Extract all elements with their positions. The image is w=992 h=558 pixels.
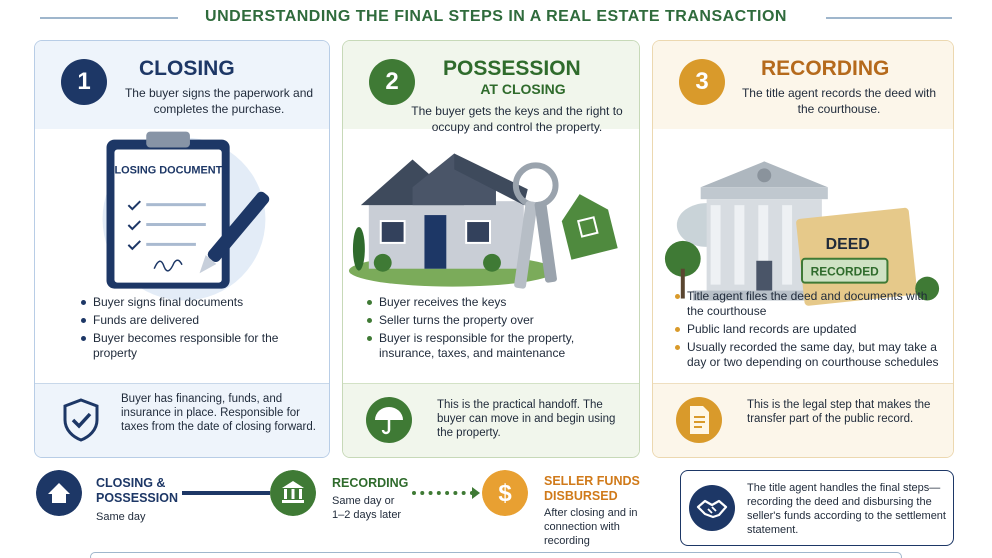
panel-closing: 1 CLOSING The buyer signs the paperwork … [34,40,330,458]
panel-description: The buyer gets the keys and the right to… [411,104,623,134]
deed-label: DEED [826,236,870,253]
list-item: Buyer becomes responsible for the proper… [79,331,319,361]
panel-description: The buyer signs the paperwork and comple… [124,86,314,116]
step-number: 3 [679,59,725,105]
title-rule-left [40,17,178,19]
recorded-stamp: RECORDED [811,265,880,279]
recording-bullets: Title agent files the deed and documents… [673,289,947,373]
panel-header: 3 RECORDING The title agent records the … [653,41,953,129]
panel-title: CLOSING [139,57,235,80]
panel-recording: 3 RECORDING The title agent records the … [652,40,954,458]
timeline-recording-title: RECORDING [332,476,409,490]
summary-box: The title agent handles the final steps—… [680,470,954,546]
umbrella-icon [366,397,412,443]
panel-header: 2 POSSESSION AT CLOSING The buyer gets t… [343,41,639,134]
list-item: Funds are delivered [79,313,319,328]
title-row: UNDERSTANDING THE FINAL STEPS IN A REAL … [0,6,992,28]
step-number: 2 [369,59,415,105]
clipboard-heading: CLOSING DOCUMENTS [107,164,230,176]
timeline-connector-dotted [412,491,474,495]
list-item: Buyer signs final documents [79,295,319,310]
timeline-recording-sub: Same day or 1–2 days later [332,495,402,521]
bottom-bar [90,552,902,558]
timeline-disbursed-sub: After closing and in connection with rec… [544,507,638,547]
list-item: Seller turns the property over [365,313,627,328]
list-item: Public land records are updated [673,322,947,337]
step-number: 1 [61,59,107,105]
footer-text: This is the practical handoff. The buyer… [437,399,616,439]
page-title: UNDERSTANDING THE FINAL STEPS IN A REAL … [205,8,787,25]
summary-text: The title agent handles the final steps—… [747,482,946,536]
timeline-connector-solid [182,491,270,495]
handshake-icon [689,485,735,531]
home-icon [36,470,82,516]
list-item: Buyer is responsible for the property, i… [365,331,627,361]
timeline-closing-sub: Same day [96,511,146,523]
shield-check-icon [63,398,99,442]
list-item: Buyer receives the keys [365,295,627,310]
panel-header: 1 CLOSING The buyer signs the paperwork … [35,41,329,129]
title-rule-right [826,17,952,19]
list-item: Title agent files the deed and documents… [673,289,947,319]
svg-text:$: $ [498,480,512,507]
arrow-right-icon [472,487,480,499]
bank-icon [270,470,316,516]
panel-footer: This is the practical handoff. The buyer… [343,383,639,457]
panel-title: RECORDING [761,57,890,80]
panel-footer: This is the legal step that makes the tr… [653,383,953,457]
panel-title: POSSESSION [443,57,581,80]
closing-bullets: Buyer signs final documents Funds are de… [79,295,319,364]
courthouse-illustration: DEED RECORDED [664,161,940,306]
panel-description: The title agent records the deed with th… [741,86,937,116]
footer-text: This is the legal step that makes the tr… [747,399,931,425]
document-icon [676,397,722,443]
footer-text: Buyer has financing, funds, and insuranc… [121,393,316,433]
panel-possession: 2 POSSESSION AT CLOSING The buyer gets t… [342,40,640,458]
clipboard-illustration: CLOSING DOCUMENTS [102,131,270,301]
possession-bullets: Buyer receives the keys Seller turns the… [365,295,627,364]
list-item: Usually recorded the same day, but may t… [673,340,947,370]
panel-subtitle: AT CLOSING [480,81,566,97]
panel-footer: Buyer has financing, funds, and insuranc… [35,383,329,457]
house-keys-illustration [348,153,618,289]
dollar-icon: $ [482,470,528,516]
timeline-disbursed-title: SELLER FUNDS DISBURSED [544,474,640,503]
timeline-closing-title: CLOSING & POSSESSION [96,476,178,505]
